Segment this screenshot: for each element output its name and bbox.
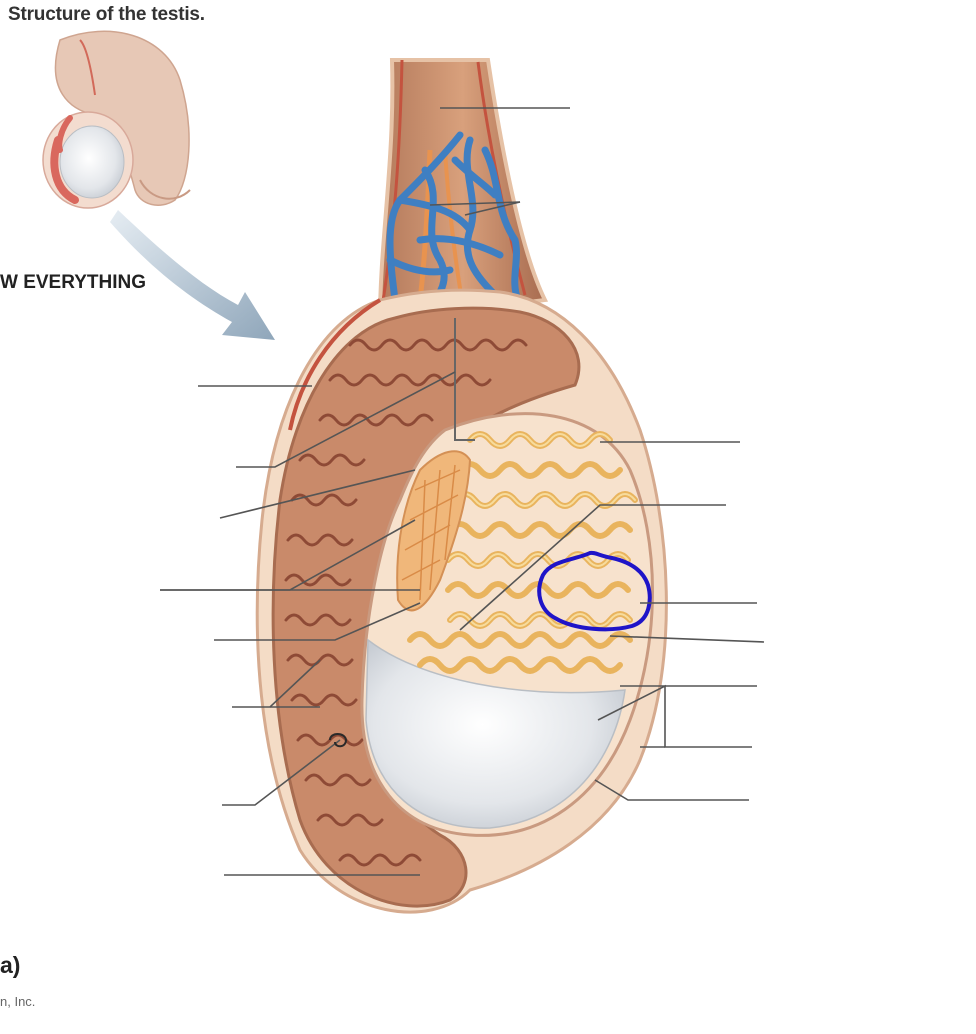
leader-head-of-epididymis xyxy=(236,371,456,468)
pointer-arrow xyxy=(110,210,275,340)
inset-illustration xyxy=(42,30,191,209)
leader-efferent-ductule xyxy=(219,469,416,519)
hook-marker xyxy=(329,733,348,748)
spermatic-cord xyxy=(377,58,549,323)
leader-pampiniform-plexus xyxy=(429,201,521,206)
ductus-deferens xyxy=(288,298,382,431)
figure-title: Structure of the testis. xyxy=(8,4,205,25)
leader-body-of-epididymis xyxy=(214,602,421,641)
leader-septum xyxy=(459,504,726,631)
leader-tunica-vaginalis-visceral xyxy=(597,684,752,748)
leader-pampiniform-branch xyxy=(464,201,521,216)
annotation-note: W EVERYTHING xyxy=(0,272,147,293)
epididymis-coils xyxy=(284,338,528,867)
highlight-loop xyxy=(537,550,652,632)
panel-label: a) xyxy=(0,952,21,978)
copyright-credit: n, Inc. xyxy=(0,994,36,1009)
straight-tubule xyxy=(454,318,475,441)
leader-lines xyxy=(160,107,765,876)
pampiniform-plexus xyxy=(386,131,522,309)
white-capsule xyxy=(365,638,626,829)
leader-seminiferous-tubule xyxy=(609,635,765,643)
leader-ductus-loop xyxy=(222,739,341,806)
tubule-highlights xyxy=(447,433,636,627)
leader-tunica-vaginalis-cavity xyxy=(594,779,749,801)
rete-mesh xyxy=(401,464,461,601)
